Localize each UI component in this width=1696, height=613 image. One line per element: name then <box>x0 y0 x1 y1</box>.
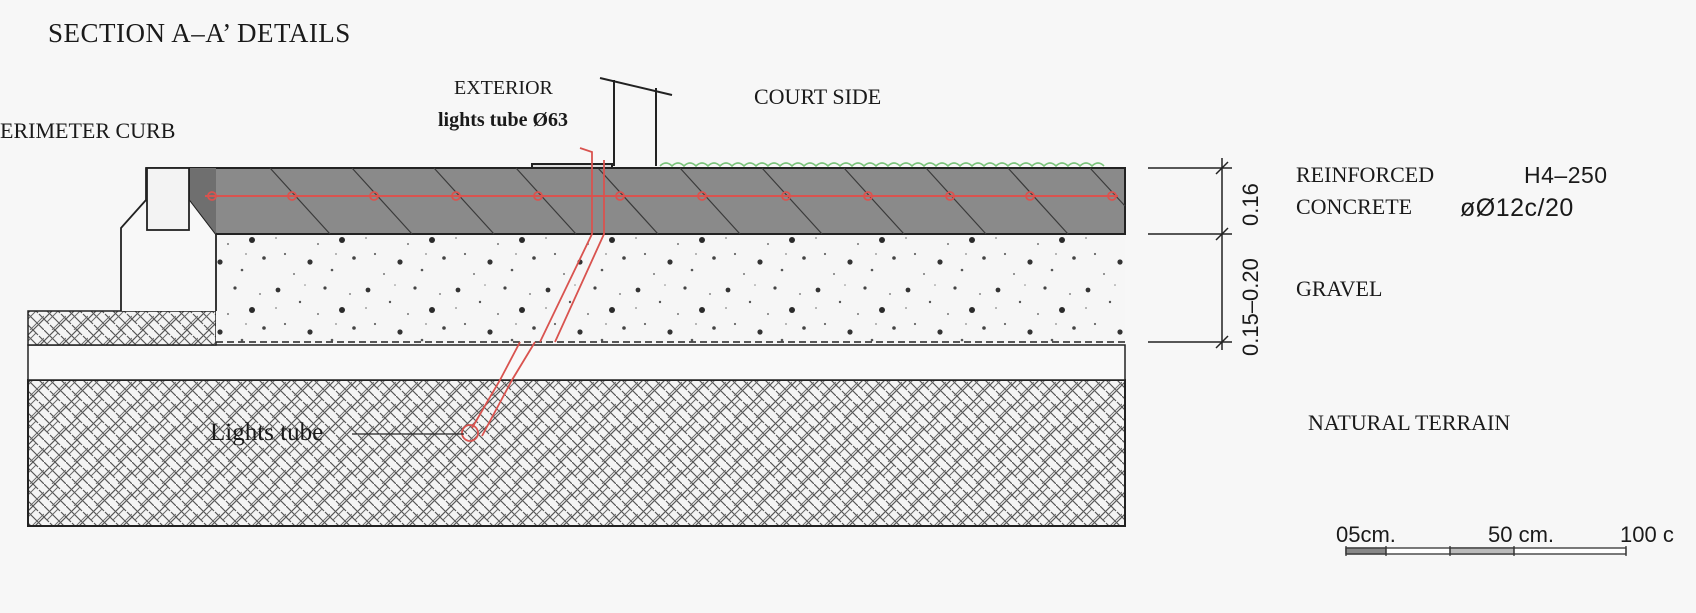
curb-block <box>146 167 190 231</box>
terrain-label: NATURAL TERRAIN <box>1308 410 1511 435</box>
grass-strip <box>659 162 1105 168</box>
concrete-diagonals <box>269 167 1126 235</box>
terrain-layer <box>27 379 1126 527</box>
subbase-band <box>27 344 1126 381</box>
perimeter-curb-label: ERIMETER CURB <box>0 118 176 143</box>
court-side-label: COURT SIDE <box>754 84 882 109</box>
scale-label-50: 50 cm. <box>1488 522 1555 547</box>
exterior-label: EXTERIOR <box>454 77 553 99</box>
dimension-lines <box>1148 158 1232 350</box>
scale-label-100: 100 c <box>1620 522 1674 547</box>
dim-gravel: 0.15–0.20 <box>1238 258 1263 356</box>
lights-tube-top-label: lights tube Ø63 <box>438 109 569 131</box>
rebar-dots <box>207 191 1117 201</box>
concrete-label-2: CONCRETE <box>1296 194 1413 219</box>
gravel-layer <box>216 234 1125 342</box>
lights-tube <box>461 147 605 442</box>
light-post <box>531 77 673 169</box>
gravel-label: GRAVEL <box>1296 276 1383 301</box>
curb-ground <box>27 310 217 346</box>
page-title: SECTION A–A’ DETAILS <box>48 18 351 48</box>
concrete-label-1: REINFORCED <box>1296 162 1435 187</box>
scale-bar <box>1345 546 1627 556</box>
lights-tube-bottom-label: Lights tube <box>210 419 324 446</box>
concrete-shade <box>190 168 216 234</box>
concrete-spec-1: H4–250 <box>1524 162 1608 188</box>
concrete-slab <box>189 167 1126 235</box>
concrete-spec-2: øØ12c/20 <box>1460 194 1574 222</box>
dim-concrete: 0.16 <box>1238 183 1263 226</box>
scale-label-0: 05cm. <box>1336 522 1396 547</box>
